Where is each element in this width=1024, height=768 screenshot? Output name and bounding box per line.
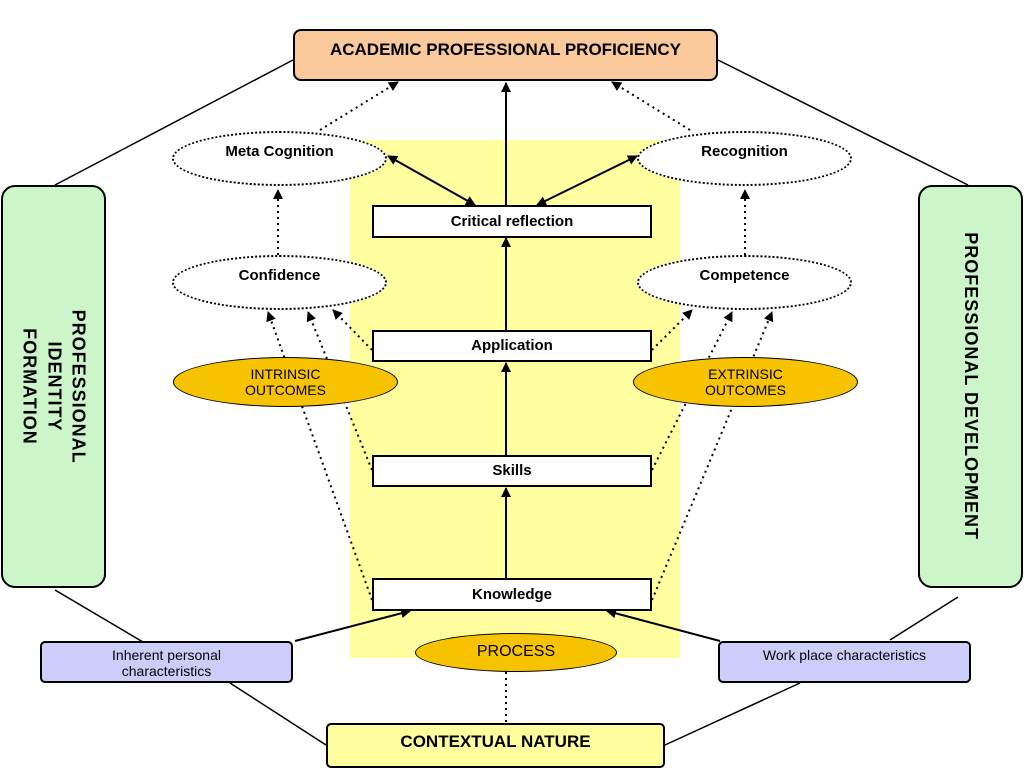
contextual-nature-box: CONTEXTUAL NATURE (326, 723, 665, 768)
arrow-reflection-metacognition (387, 155, 476, 206)
meta-cognition-label: Meta Cognition (225, 143, 334, 160)
process-label: PROCESS (476, 643, 556, 661)
personal-characteristics-box: Inherent personal characteristics (40, 641, 293, 683)
intrinsic-outcomes-label: INTRINSIC OUTCOMES (245, 365, 326, 398)
critical-reflection-label: Critical reflection (450, 212, 574, 230)
recognition-oval: Recognition (637, 131, 852, 186)
academic-proficiency-label: ACADEMIC PROFESSIONAL PROFICIENCY (329, 40, 682, 59)
knowledge-box: Knowledge (372, 578, 652, 611)
critical-reflection-box: Critical reflection (372, 205, 652, 238)
contextual-nature-label: CONTEXTUAL NATURE (400, 732, 591, 751)
skills-box: Skills (372, 455, 652, 487)
skills-label: Skills (492, 462, 532, 480)
competence-oval: Competence (637, 255, 852, 310)
meta-cognition-oval: Meta Cognition (172, 131, 387, 186)
application-box: Application (372, 330, 652, 362)
confidence-oval: Confidence (172, 255, 387, 310)
intrinsic-outcomes-oval: INTRINSIC OUTCOMES (173, 357, 398, 407)
professional-development-label: PROFESSIONAL DEVELOPMENT (960, 232, 981, 541)
arrow-reflection-recognition (536, 155, 638, 206)
application-label: Application (471, 337, 553, 355)
arrow-personal-knowledge (294, 608, 411, 642)
professional-development-box: PROFESSIONAL DEVELOPMENT (918, 185, 1023, 588)
arrow-workplace-knowledge (606, 608, 721, 642)
chain-arrows (294, 82, 721, 642)
workplace-characteristics-box: Work place characteristics (718, 641, 971, 683)
extrinsic-outcomes-label: EXTRINSIC OUTCOMES (705, 365, 786, 398)
personal-characteristics-label: Inherent personal characteristics (112, 647, 221, 680)
professional-identity-label: PROFESSIONAL IDENTITY FORMATION (19, 309, 88, 464)
academic-proficiency-box: ACADEMIC PROFESSIONAL PROFICIENCY (293, 29, 718, 81)
recognition-label: Recognition (701, 143, 788, 160)
professional-identity-box: PROFESSIONAL IDENTITY FORMATION (1, 185, 106, 588)
knowledge-label: Knowledge (471, 585, 552, 603)
workplace-characteristics-label: Work place characteristics (762, 647, 927, 663)
frame-lines (54, 59, 969, 746)
competence-label: Competence (699, 267, 790, 284)
extrinsic-outcomes-oval: EXTRINSIC OUTCOMES (633, 357, 858, 407)
process-oval: PROCESS (415, 633, 617, 672)
confidence-label: Confidence (238, 267, 321, 284)
